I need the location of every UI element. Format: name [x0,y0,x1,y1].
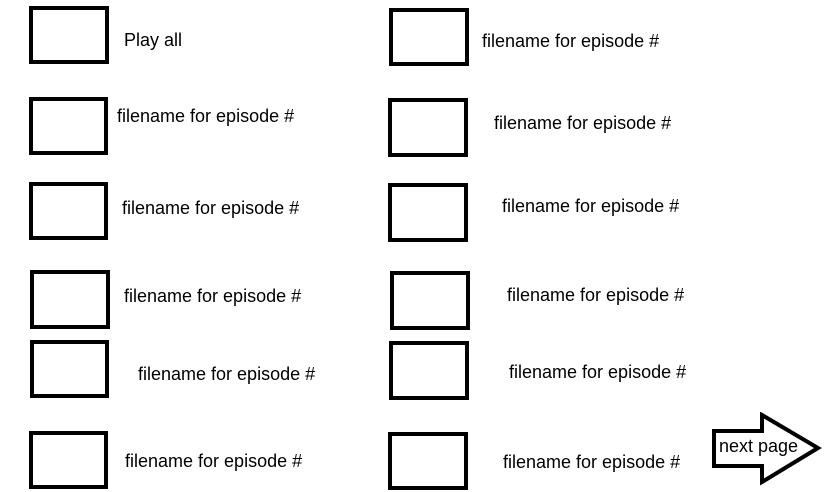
play-all-thumbnail[interactable] [29,6,109,64]
episode-label[interactable]: filename for episode # [117,106,295,126]
episode-thumbnail[interactable] [388,98,468,157]
episode-thumbnail[interactable] [389,341,469,400]
episode-thumbnail[interactable] [388,183,468,242]
episode-label[interactable]: filename for episode # [494,113,672,133]
episode-label[interactable]: filename for episode # [509,362,687,382]
episode-thumbnail[interactable] [388,432,468,490]
episode-thumbnail[interactable] [29,97,108,155]
episode-label[interactable]: filename for episode # [503,452,681,472]
next-page-button[interactable]: next page [712,412,822,486]
play-all-label[interactable]: Play all [124,30,183,50]
episode-thumbnail[interactable] [30,270,110,329]
episode-label[interactable]: filename for episode # [138,364,316,384]
episode-label[interactable]: filename for episode # [507,285,685,305]
next-page-label: next page [719,436,799,456]
episode-thumbnail[interactable] [30,340,109,398]
episode-thumbnail[interactable] [29,431,108,489]
arrow-right-icon [712,412,822,486]
episode-label[interactable]: filename for episode # [125,451,303,471]
episode-label[interactable]: filename for episode # [124,286,302,306]
episode-thumbnail[interactable] [390,271,470,330]
episode-thumbnail[interactable] [29,182,108,240]
episode-label[interactable]: filename for episode # [482,31,660,51]
episode-label[interactable]: filename for episode # [122,198,300,218]
episode-label[interactable]: filename for episode # [502,196,680,216]
episode-thumbnail[interactable] [389,8,469,66]
